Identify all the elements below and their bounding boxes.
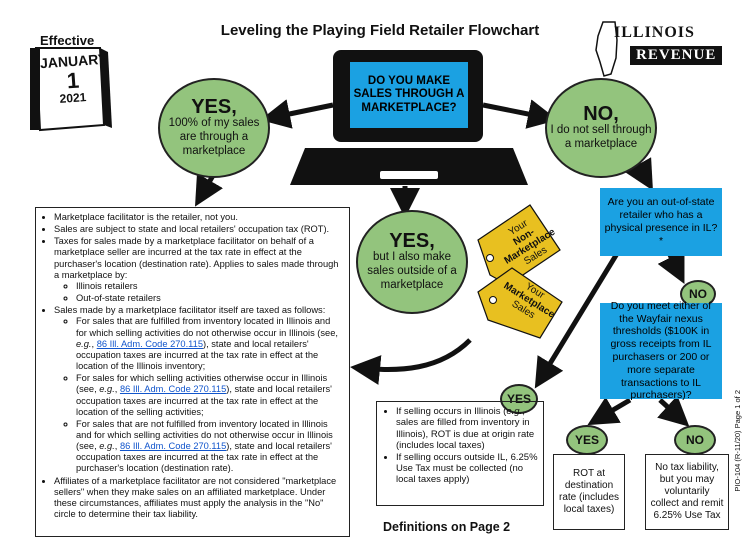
wayfair-question: Do you meet either of the Wayfair nexus …: [600, 300, 722, 401]
regulation-link[interactable]: 86 Ill. Adm. Code 270.115: [119, 384, 227, 395]
regulation-link[interactable]: 86 Ill. Adm. Code 270.115: [96, 338, 203, 349]
yes-also-text: but I also make sales outside of a marke…: [367, 251, 457, 291]
regulation-link[interactable]: 86 Ill. Adm. Code 270.115: [119, 441, 227, 452]
page-title: Leveling the Playing Field Retailer Flow…: [220, 22, 540, 39]
yes-all-heading: YES,: [191, 96, 237, 119]
list-item: For sales that are not fulfilled from in…: [76, 419, 343, 475]
definitions-note: Definitions on Page 2: [383, 520, 511, 534]
outcome-no-liability: No tax liability, but you may voluntaril…: [645, 454, 729, 530]
illinois-map-icon: [595, 21, 618, 77]
form-id: PIO-104 (R-11/20) Page 1 of 2: [733, 390, 742, 492]
outcome-rot-destination: ROT at destination rate (includes local …: [553, 454, 625, 530]
logo-revenue: REVENUE: [630, 46, 723, 65]
list-item: If selling occurs in Illinois (e.g., sal…: [396, 406, 538, 452]
yes-also-heading: YES,: [389, 230, 435, 253]
effective-date: JANUARY 1 2021: [39, 51, 107, 106]
physical-presence-question: Are you an out-of-state retailer who has…: [600, 188, 722, 256]
effective-label: Effective: [40, 33, 95, 48]
selling-location-rules-box: If selling occurs in Illinois (e.g., sal…: [376, 401, 544, 506]
calendar-icon: [30, 47, 112, 132]
no-badge-wayfair: NO: [674, 425, 716, 455]
list-item: Marketplace facilitator is the retailer,…: [54, 212, 343, 223]
list-item: Illinois retailers: [76, 281, 343, 292]
yes-all-marketplace-circle: YES, 100% of my sales are through a mark…: [158, 78, 270, 178]
yes-badge-presence: YES: [500, 384, 538, 414]
list-item: Sales are subject to state and local ret…: [54, 224, 343, 235]
marketplace-sales-tag-icon: [477, 267, 563, 339]
list-item: Taxes for sales made by a marketplace fa…: [54, 236, 343, 304]
list-item: Affiliates of a marketplace facilitator …: [54, 476, 343, 521]
no-text: I do not sell through a marketplace: [550, 124, 652, 150]
no-heading: NO,: [583, 103, 619, 126]
list-item: For sales for which selling activities o…: [76, 373, 343, 418]
marketplace-facilitator-rules-box: Marketplace facilitator is the retailer,…: [35, 207, 350, 537]
list-item: Sales made by a marketplace facilitator …: [54, 305, 343, 474]
list-item: If selling occurs outside IL, 6.25% Use …: [396, 452, 538, 486]
logo-illinois: ILLINOIS: [614, 24, 695, 41]
marketplace-question: DO YOU MAKE SALES THROUGH A MARKETPLACE?: [350, 62, 468, 128]
list-item: For sales that are fulfilled from invent…: [76, 316, 343, 372]
list-item: Out-of-state retailers: [76, 293, 343, 304]
yes-all-text: 100% of my sales are through a marketpla…: [168, 117, 260, 157]
no-marketplace-circle: NO, I do not sell through a marketplace: [545, 78, 657, 178]
non-marketplace-sales-tag-icon: [477, 204, 561, 286]
yes-also-outside-circle: YES, but I also make sales outside of a …: [356, 210, 468, 314]
yes-badge-wayfair: YES: [566, 425, 608, 455]
